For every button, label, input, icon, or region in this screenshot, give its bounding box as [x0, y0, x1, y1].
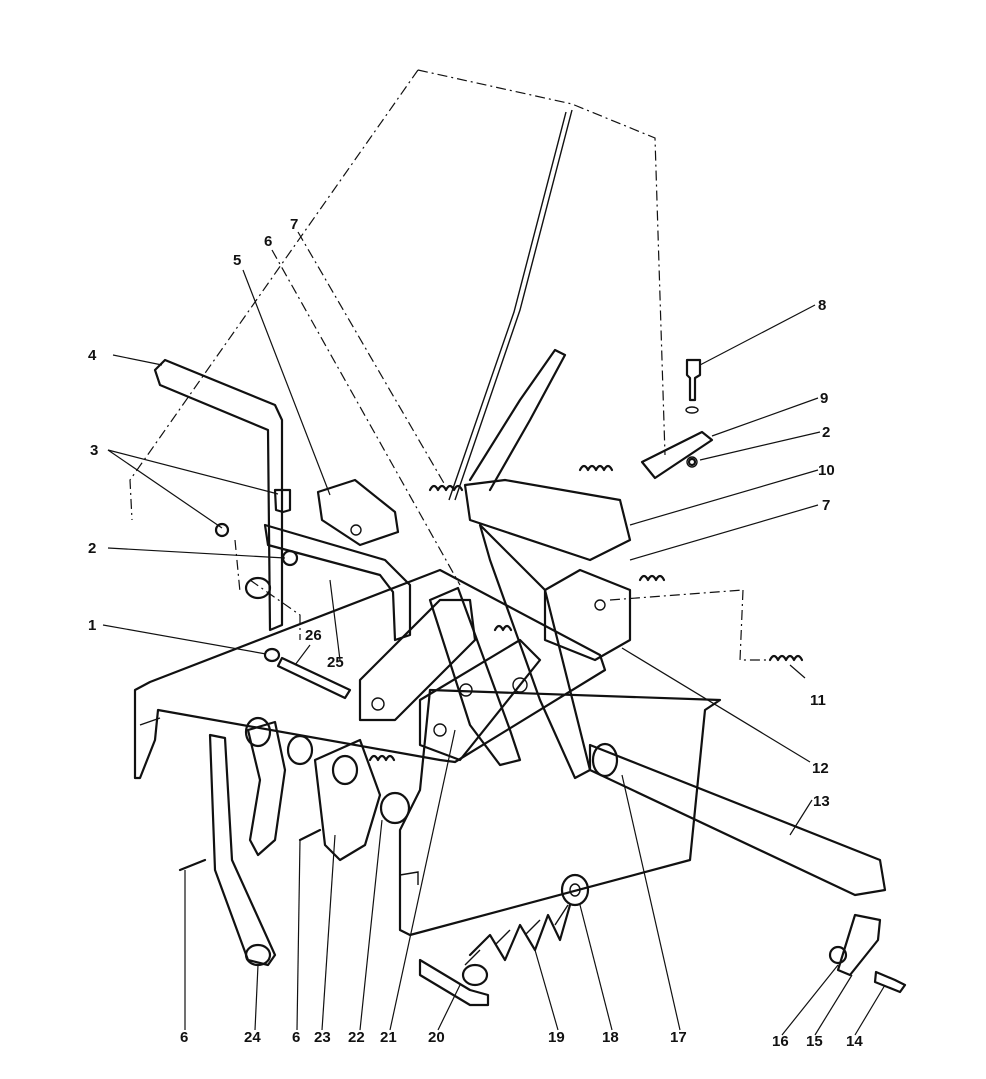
spring-part-19: [464, 903, 572, 966]
spring-housing-part-12: [543, 568, 632, 662]
callout-12: 12: [812, 760, 829, 777]
frame-plate: [133, 568, 722, 937]
hardware-parts-8-9: [640, 358, 714, 480]
callout-5: 5: [233, 252, 241, 269]
tension-springs: [368, 464, 804, 762]
callout-8: 8: [818, 297, 826, 314]
callout-7-right: 7: [822, 497, 830, 514]
callout-18: 18: [602, 1029, 619, 1046]
callout-22: 22: [348, 1029, 365, 1046]
callout-10: 10: [818, 462, 835, 479]
seat-phantom-outline: [129, 69, 666, 593]
callout-19: 19: [548, 1029, 565, 1046]
seat-bracket-part-4: [153, 358, 284, 632]
callout-14: 14: [846, 1033, 863, 1050]
hardware-parts-14-15-16: [828, 913, 907, 994]
callout-1: 1: [88, 617, 96, 634]
callout-26: 26: [305, 627, 322, 644]
callout-6-top: 6: [264, 233, 272, 250]
callout-24: 24: [244, 1029, 261, 1046]
callout-2-right: 2: [822, 424, 830, 441]
callout-16: 16: [772, 1033, 789, 1050]
callout-3: 3: [90, 442, 98, 459]
callout-25: 25: [327, 654, 344, 671]
pin-part-20: [418, 958, 490, 1007]
callout-15: 15: [806, 1033, 823, 1050]
pivot-links: [358, 586, 542, 767]
seat-clip-bracket: [316, 478, 400, 547]
hinge-bracket-left: [249, 523, 412, 642]
adjuster-handle: [463, 348, 632, 780]
washer-part-18: [560, 873, 590, 907]
callout-9: 9: [820, 390, 828, 407]
arm-plates: [244, 716, 411, 862]
callout-13: 13: [813, 793, 830, 810]
callout-20: 20: [428, 1029, 445, 1046]
callout-6-bottom-left: 6: [180, 1029, 188, 1046]
callout-2-left: 2: [88, 540, 96, 557]
callout-4: 4: [88, 347, 97, 364]
callout-17: 17: [670, 1029, 687, 1046]
shaft-part-13: [588, 742, 887, 897]
callout-labels: 1 2 2 3 4 5 6 6 6 7 7 8 9 10 11 12 13 14…: [88, 216, 863, 1050]
small-hardware: [178, 457, 697, 872]
callout-23: 23: [314, 1029, 331, 1046]
callout-21: 21: [380, 1029, 397, 1046]
callout-11: 11: [810, 692, 826, 709]
callout-6-bottom-mid: 6: [292, 1029, 300, 1046]
leader-lines: [102, 231, 886, 1036]
callout-7-top: 7: [290, 216, 298, 233]
